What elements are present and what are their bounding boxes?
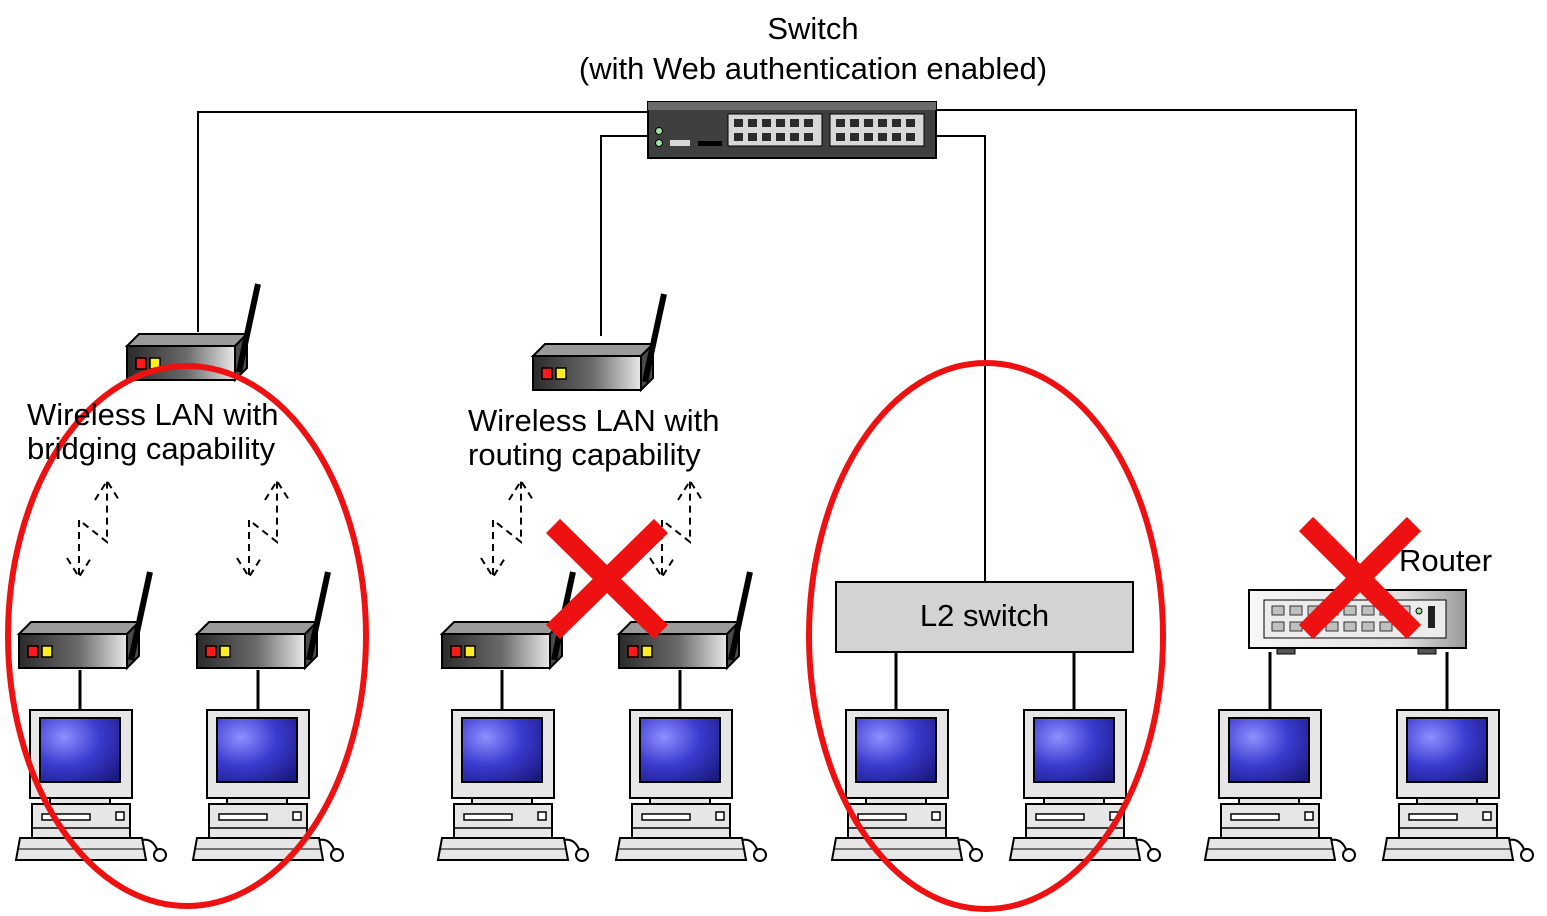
l2-switch-label: L2 switch [919,598,1050,633]
pc-6-icon [1009,709,1161,862]
pc-3-icon [437,709,589,862]
pc-2-icon [192,709,344,862]
router-icon [1248,589,1467,655]
wireless-link-1-icon [66,479,120,578]
core-switch [647,101,937,159]
wireless-link-3-icon [480,479,534,578]
allowed-circle-icon [806,360,1166,912]
allowed-circle-icon [5,363,369,909]
cabling [197,109,1357,590]
blocked-cross-icon [1298,516,1422,640]
blocked-cross-icon [545,518,669,640]
switch-title-line1: Switch [767,11,859,46]
pc-7-icon [1204,709,1356,862]
client-ap-1-icon [19,572,150,668]
pc-8-icon [1382,709,1534,862]
router-label: Router [1399,543,1493,578]
bridge-ap-label: Wireless LAN with bridging capability [27,398,279,466]
pc-4-icon [615,709,767,862]
router-ap-label: Wireless LAN with routing capability [468,404,720,472]
router-ap-label-line1: Wireless LAN with [468,403,720,438]
wireless-link-2-icon [236,479,290,578]
switch-title-line2: (with Web authentication enabled) [578,51,1048,86]
bridge-ap-label-line2: bridging capability [27,431,276,466]
client-ap-2-icon [197,572,328,668]
pc-links [78,652,1449,710]
router-ap-icon [533,294,664,390]
l2-switch-box [835,581,1134,653]
switch-title: Switch (with Web authentication enabled) [563,12,1063,86]
router-ap-label-line2: routing capability [468,437,701,472]
pc-5-icon [831,709,983,862]
bridge-ap-label-line1: Wireless LAN with [27,397,279,432]
